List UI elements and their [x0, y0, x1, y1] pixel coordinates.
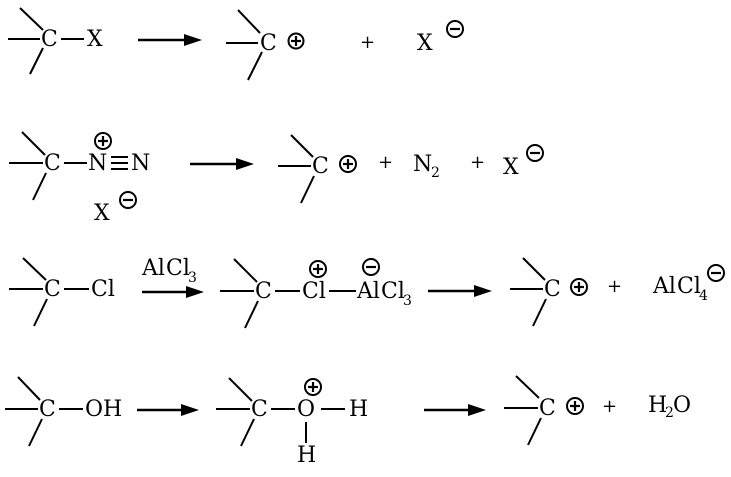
reaction-arrow — [138, 34, 202, 46]
carbon-atom: C — [44, 151, 61, 176]
diazonium-salt-molecule: C N N X — [9, 131, 150, 226]
plus-sign: + — [607, 276, 622, 297]
chlorine-label: Cl — [381, 279, 405, 304]
anion-x: X — [417, 20, 464, 56]
positive-charge-icon — [566, 397, 584, 415]
negative-charge-icon — [707, 264, 725, 282]
carbocation-product: C — [278, 134, 357, 204]
carbon-atom: C — [44, 277, 61, 302]
leaving-group-x: X — [87, 27, 103, 52]
hydroxyl-group: OH — [85, 397, 122, 422]
chlorine-atom: Cl — [302, 279, 326, 304]
nitrogen-atom: N — [88, 151, 107, 176]
lewis-acid-complex: C Cl Al Cl 3 — [220, 258, 412, 329]
water-oxygen: O — [673, 393, 691, 418]
carbon-atom: C — [544, 277, 561, 302]
carbocation-product: C — [510, 257, 588, 327]
chlorine-atom: Cl — [91, 277, 115, 302]
aluminum-label: Al — [141, 256, 165, 281]
anion-x-label: X — [503, 155, 519, 180]
row-1-alkyl-halide-ionization: C X C + X — [8, 7, 464, 81]
reaction-arrow — [142, 286, 204, 298]
plus-sign: + — [470, 152, 485, 173]
catalyst-label-alcl3: Al Cl 3 — [141, 256, 197, 286]
carbocation-product: C — [226, 9, 305, 81]
alkyl-chloride-molecule: C Cl — [9, 257, 115, 327]
plus-sign: + — [378, 152, 393, 173]
reaction-arrow — [137, 404, 199, 416]
carbon-atom: C — [39, 397, 56, 422]
nitrogen-gas-subscript: 2 — [431, 165, 440, 181]
negative-charge-icon — [526, 144, 544, 162]
negative-charge-icon — [362, 258, 380, 276]
positive-charge-icon — [309, 260, 327, 278]
subscript-four: 4 — [699, 288, 708, 304]
chlorine-label: Cl — [677, 274, 701, 299]
aluminum-atom: Al — [356, 279, 380, 304]
water-subscript: 2 — [665, 405, 674, 421]
carbon-atom: C — [312, 154, 329, 179]
subscript-three: 3 — [188, 270, 197, 286]
carbon-atom: C — [260, 31, 277, 56]
negative-charge-icon — [446, 20, 464, 38]
positive-charge-icon — [304, 378, 322, 396]
nitrogen-atom: N — [131, 151, 150, 176]
positive-charge-icon — [570, 278, 588, 296]
plus-sign: + — [602, 396, 617, 417]
positive-charge-icon — [339, 155, 357, 173]
tetrachloroaluminate-anion: Al Cl 4 — [652, 264, 725, 304]
carbon-atom: C — [539, 396, 556, 421]
subscript-three: 3 — [403, 293, 412, 309]
carbocation-product: C — [504, 375, 584, 446]
alkyl-halide-molecule: C X — [8, 7, 103, 75]
nitrogen-gas-label: N — [413, 152, 432, 177]
protonated-alcohol: C O H H — [216, 377, 368, 468]
anion-x-label: X — [417, 31, 433, 56]
row-3-lewis-acid-ionization: C Cl Al Cl 3 C Cl Al Cl — [9, 256, 725, 329]
nitrogen-gas: N 2 — [413, 152, 440, 181]
hydrogen-atom: H — [297, 443, 316, 468]
row-4-alcohol-protonation: C OH C O H H — [5, 375, 691, 468]
alcohol-molecule: C OH — [5, 376, 122, 447]
positive-charge-icon — [287, 32, 305, 50]
hydrogen-atom: H — [349, 397, 368, 422]
carbon-atom: C — [251, 397, 268, 422]
reaction-arrow — [428, 285, 492, 297]
water-molecule: H 2 O — [648, 393, 691, 421]
plus-sign: + — [360, 32, 375, 53]
chlorine-label: Cl — [166, 256, 190, 281]
row-2-diazonium-decomposition: C N N X — [9, 131, 544, 226]
positive-charge-icon — [94, 132, 112, 150]
reaction-arrow — [424, 404, 486, 416]
oxygen-atom: O — [297, 397, 315, 422]
triple-bond — [111, 156, 128, 170]
water-hydrogen: H — [648, 393, 667, 418]
aluminum-label: Al — [652, 274, 676, 299]
anion-x: X — [503, 144, 544, 180]
reaction-arrow — [190, 158, 254, 170]
counter-ion-x: X — [94, 201, 110, 226]
carbon-atom: C — [41, 27, 58, 52]
carbon-atom: C — [255, 279, 272, 304]
negative-charge-icon — [119, 191, 137, 209]
